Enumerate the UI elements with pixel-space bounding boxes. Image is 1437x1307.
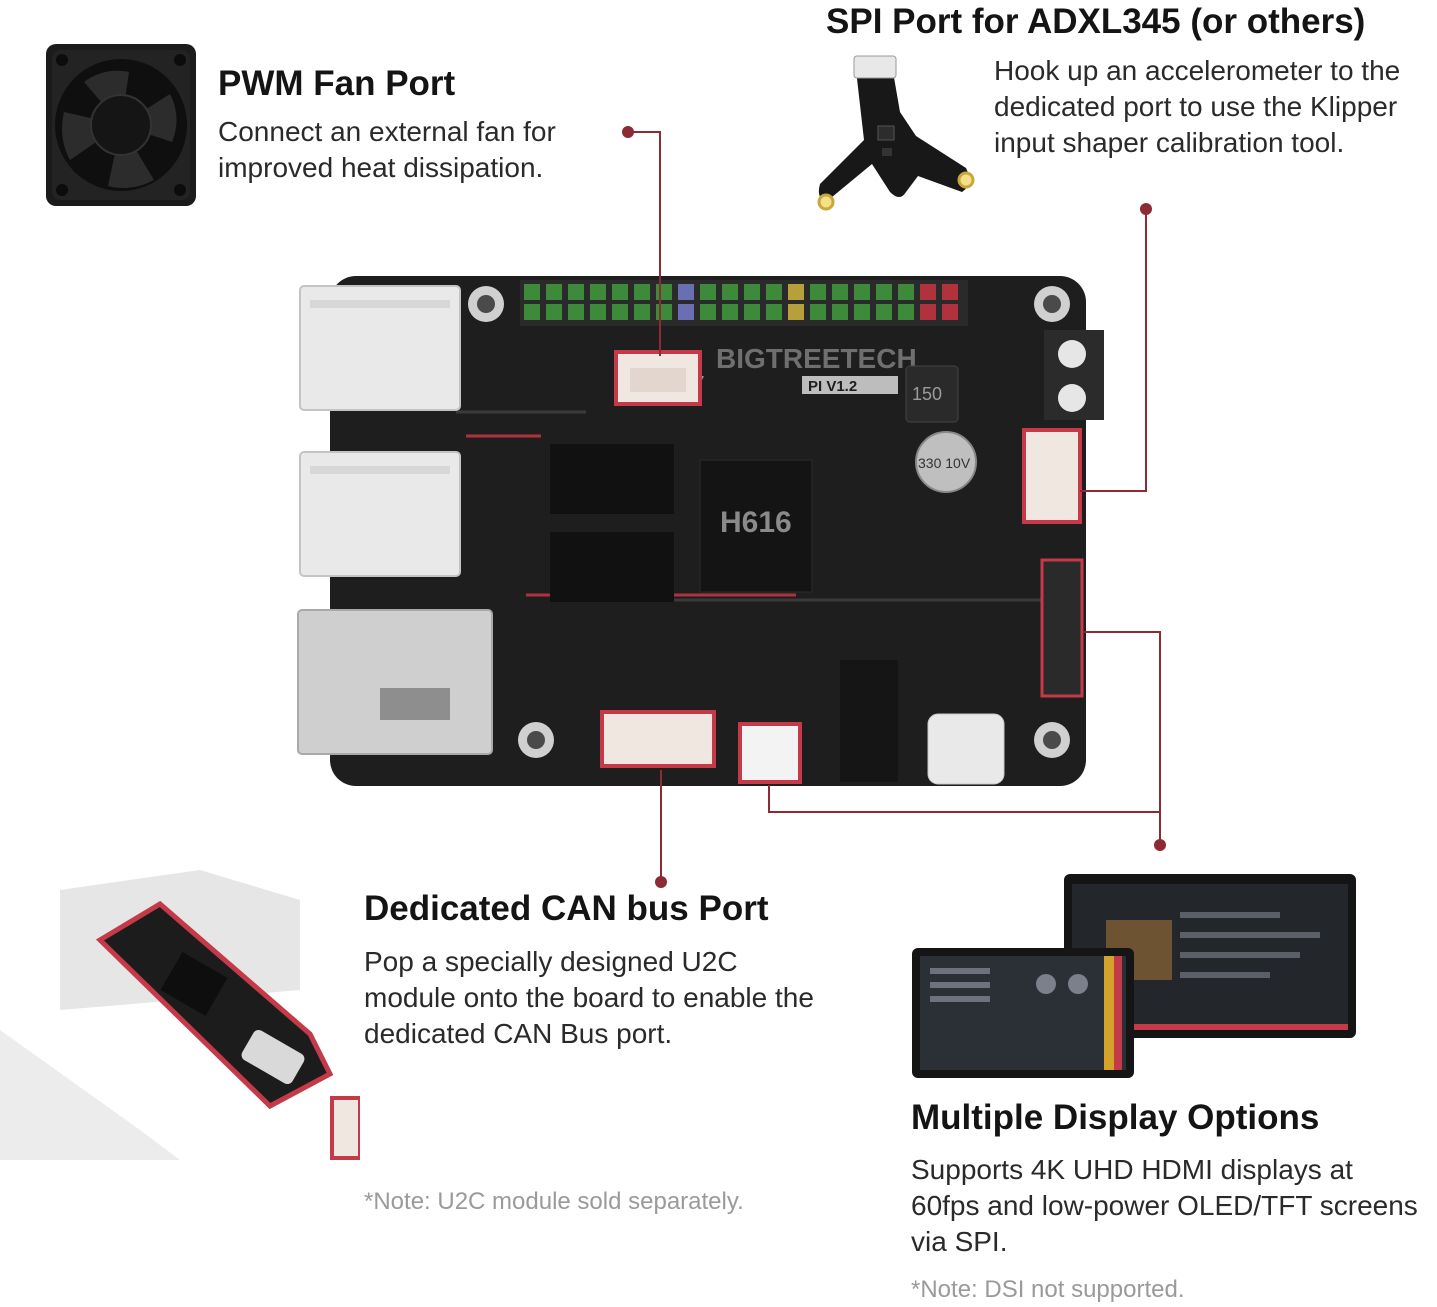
spi-leader-line xyxy=(1145,209,1147,492)
fan-leader-line xyxy=(628,131,660,133)
gpio-pin xyxy=(612,284,628,300)
gpio-pin xyxy=(590,304,606,320)
gpio-pin xyxy=(788,304,804,320)
gpio-pin xyxy=(832,284,848,300)
gpio-pin xyxy=(744,304,760,320)
can-leader-line xyxy=(660,770,662,882)
gpio-pin xyxy=(942,284,958,300)
display-options-title: Multiple Display Options xyxy=(911,1098,1320,1137)
gpio-pin xyxy=(920,284,936,300)
gpio-pin xyxy=(920,304,936,320)
gpio-pin xyxy=(700,304,716,320)
display-leader-line xyxy=(1084,631,1160,633)
gpio-pin xyxy=(810,284,826,300)
can-port-title: Dedicated CAN bus Port xyxy=(364,889,769,928)
display-options-image xyxy=(910,872,1360,1082)
gpio-pin xyxy=(832,304,848,320)
gpio-pin xyxy=(634,304,650,320)
gpio-pin xyxy=(942,304,958,320)
gpio-pin xyxy=(568,304,584,320)
capacitor-label: 330 10V xyxy=(918,455,971,471)
fan-leader-line xyxy=(659,131,661,356)
spi-port-description: Hook up an accelerometer to the dedicate… xyxy=(994,55,1401,158)
display-leader-line xyxy=(1159,631,1161,844)
gpio-pin xyxy=(810,304,826,320)
fan-icon xyxy=(44,42,198,208)
gpio-pin xyxy=(898,284,914,300)
gpio-pin xyxy=(546,304,562,320)
display-leader-line xyxy=(768,785,770,812)
u2c-module-image xyxy=(0,870,362,1160)
display-leader-dot xyxy=(1154,839,1166,851)
gpio-pin xyxy=(590,284,606,300)
spi-leader-line xyxy=(1080,490,1147,492)
gpio-pin xyxy=(524,304,540,320)
gpio-pin xyxy=(854,284,870,300)
gpio-pin xyxy=(898,304,914,320)
fan-port-title: PWM Fan Port xyxy=(218,64,456,103)
gpio-pin xyxy=(876,304,892,320)
gpio-pin xyxy=(744,284,760,300)
gpio-pin xyxy=(546,284,562,300)
gpio-pin xyxy=(568,284,584,300)
display-options-note: *Note: DSI not supported. xyxy=(911,1276,1185,1303)
gpio-pin xyxy=(524,284,540,300)
can-port-description: Pop a specially designed U2C module onto… xyxy=(364,946,814,1049)
gpio-pin xyxy=(766,304,782,320)
gpio-pin xyxy=(766,284,782,300)
gpio-pin xyxy=(788,284,804,300)
soc-chip-label: H616 xyxy=(720,506,792,539)
display-options-description: Supports 4K UHD HDMI displays at 60fps a… xyxy=(911,1154,1418,1257)
display-leader-line xyxy=(768,811,1160,813)
board-model-label: PI V1.2 xyxy=(808,378,857,395)
accelerometer-module-image xyxy=(814,52,984,222)
gpio-pin xyxy=(876,284,892,300)
board-brand-label: BIGTREETECH xyxy=(716,343,917,374)
can-leader-dot xyxy=(655,876,667,888)
gpio-pin xyxy=(722,284,738,300)
gpio-pin xyxy=(700,284,716,300)
board-image: BIGTREETECH PI V1.2 H616 150 330 10V xyxy=(296,260,1116,790)
spi-port-title: SPI Port for ADXL345 (or others) xyxy=(826,2,1366,41)
gpio-pin xyxy=(722,304,738,320)
fan-port-description: Connect an external fan for improved hea… xyxy=(218,116,556,183)
can-port-note: *Note: U2C module sold separately. xyxy=(364,1188,744,1215)
gpio-pin xyxy=(678,284,694,300)
gpio-pin xyxy=(612,304,628,320)
gpio-pin xyxy=(678,304,694,320)
gpio-pin xyxy=(854,304,870,320)
inductor-label: 150 xyxy=(912,384,942,404)
gpio-pin xyxy=(634,284,650,300)
